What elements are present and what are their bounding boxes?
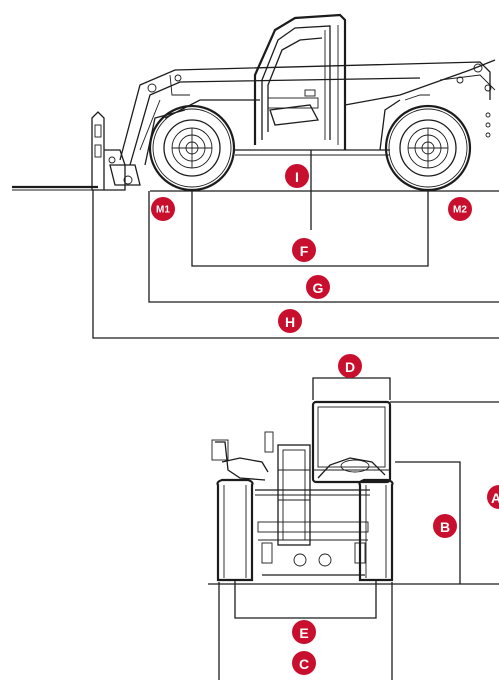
rear-left-tyre bbox=[216, 478, 254, 582]
rear-view-telehandler bbox=[208, 377, 499, 680]
boom-rear bbox=[264, 431, 311, 546]
marker-i: I bbox=[285, 164, 309, 188]
svg-text:D: D bbox=[345, 359, 355, 375]
svg-text:H: H bbox=[285, 314, 295, 330]
svg-text:F: F bbox=[300, 243, 309, 259]
svg-text:M2: M2 bbox=[453, 205, 467, 216]
svg-text:G: G bbox=[313, 280, 324, 296]
rear-wheel bbox=[384, 104, 472, 192]
marker-h: H bbox=[278, 309, 302, 333]
svg-text:I: I bbox=[295, 169, 299, 185]
marker-f: F bbox=[292, 238, 316, 262]
dim-line-h bbox=[92, 190, 499, 339]
forks bbox=[12, 111, 105, 191]
dim-line-d bbox=[312, 377, 391, 400]
marker-d: D bbox=[338, 354, 362, 378]
marker-a: A bbox=[487, 485, 499, 509]
marker-e: E bbox=[292, 620, 316, 644]
chassis bbox=[144, 59, 496, 166]
svg-text:E: E bbox=[299, 625, 308, 641]
dim-line-f bbox=[191, 191, 429, 267]
svg-text:B: B bbox=[440, 519, 450, 535]
marker-m1: M1 bbox=[151, 197, 175, 221]
operator-cab bbox=[253, 13, 347, 150]
side-dimension-lines bbox=[92, 150, 499, 339]
dim-line-e bbox=[234, 580, 377, 619]
svg-text:C: C bbox=[299, 656, 309, 672]
fork-carriage bbox=[104, 149, 141, 191]
dim-line-b bbox=[395, 461, 461, 584]
marker-c: C bbox=[292, 651, 316, 675]
side-view-telehandler bbox=[12, 13, 499, 339]
telescopic-boom bbox=[119, 61, 491, 166]
svg-text:A: A bbox=[491, 490, 499, 506]
front-wheel bbox=[148, 104, 236, 192]
rear-right-tyre bbox=[358, 478, 394, 582]
marker-m2: M2 bbox=[448, 197, 472, 221]
body-rear bbox=[211, 439, 386, 576]
dim-line-g bbox=[148, 191, 499, 303]
svg-text:M1: M1 bbox=[156, 205, 170, 216]
marker-g: G bbox=[306, 275, 330, 299]
marker-b: B bbox=[433, 514, 457, 538]
